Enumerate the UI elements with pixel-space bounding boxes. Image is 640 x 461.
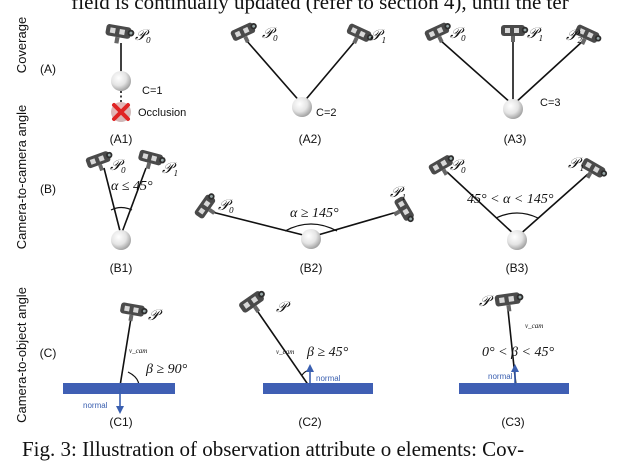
normal-arrowhead <box>116 406 124 414</box>
panel-c1: 𝒫 v_cam β ≥ 90° normal (C1) <box>63 302 188 429</box>
camera-icon <box>494 291 526 314</box>
panel-b1: 𝒫₀ 𝒫₁ α ≤ 45° (B1) <box>84 149 178 275</box>
panel-c2: 𝒫 v_cam β ≥ 45° normal (C2) <box>237 287 373 429</box>
panel-caption: (C2) <box>298 415 321 429</box>
angle-label: α ≥ 145° <box>290 206 339 221</box>
panel-a3: 𝒫₀ 𝒫₁ 𝒫₂ C=3 (A3) <box>423 20 604 146</box>
view-vector-label: v_cam <box>276 348 294 356</box>
normal-arrowhead <box>306 364 314 372</box>
panel-b2: 𝒫₀ 𝒫₁ α ≥ 145° (B2) <box>193 185 417 275</box>
coverage-label: C=3 <box>540 97 561 109</box>
occlusion-label: Occlusion <box>138 107 186 119</box>
row-label-camera-to-camera-angle: Camera-to-camera angle <box>14 105 29 250</box>
object-sphere <box>301 229 321 249</box>
camera-label-p1: 𝒫₁ <box>390 185 406 201</box>
normal-arrowhead <box>511 364 519 372</box>
camera-label-p0: 𝒫₀ <box>450 158 466 174</box>
object-sphere <box>292 97 312 117</box>
angle-arc <box>284 223 338 232</box>
panel-caption: (C1) <box>109 415 132 429</box>
camera-icon <box>501 25 529 42</box>
panel-caption: (A3) <box>504 132 527 146</box>
camera-label-p1: 𝒫₁ <box>370 28 386 44</box>
panel-caption: (C3) <box>501 415 524 429</box>
normal-label: normal <box>316 374 341 383</box>
camera-label-p1: 𝒫₁ <box>568 156 584 172</box>
view-vector-label: v_cam <box>129 347 147 355</box>
coverage-label: C=1 <box>142 85 163 97</box>
angle-label: 45° < α < 145° <box>467 192 554 207</box>
row-tag-a: (A) <box>40 62 56 76</box>
view-ray <box>301 39 357 105</box>
occlusion-x-icon <box>112 103 130 121</box>
figure-caption-fragment: Fig. 3: Illustration of observation attr… <box>22 437 525 461</box>
view-vector-label: v_cam <box>525 322 543 330</box>
panel-caption: (A1) <box>110 132 133 146</box>
view-ray <box>310 211 398 238</box>
normal-label: normal <box>83 401 108 410</box>
normal-label: normal <box>488 372 513 381</box>
row-label-camera-to-object-angle: Camera-to-object angle <box>14 287 29 423</box>
header-text-fragment: field is continually updated (refer to s… <box>71 0 569 14</box>
object-surface <box>63 383 175 394</box>
object-surface <box>263 383 373 394</box>
panel-caption: (B3) <box>506 261 529 275</box>
view-ray <box>516 173 589 238</box>
camera-icon <box>229 20 262 48</box>
camera-label-p0: 𝒫₀ <box>135 28 151 44</box>
camera-label-p0: 𝒫₀ <box>218 198 234 214</box>
view-ray <box>245 39 303 105</box>
panel-caption: (B1) <box>110 261 133 275</box>
object-sphere <box>507 230 527 250</box>
camera-icon <box>118 302 149 324</box>
row-tag-c: (C) <box>40 346 57 360</box>
camera-label: 𝒫 <box>276 300 291 316</box>
object-sphere <box>503 99 523 119</box>
coverage-label: C=2 <box>316 107 337 119</box>
panel-caption: (A2) <box>299 132 322 146</box>
view-ray <box>119 317 132 387</box>
camera-label: 𝒫 <box>148 308 163 324</box>
view-ray <box>513 39 585 105</box>
object-sphere <box>111 230 131 250</box>
camera-label-p1: 𝒫₁ <box>527 26 543 42</box>
view-ray <box>257 311 310 387</box>
camera-icon <box>237 287 272 319</box>
camera-label: 𝒫 <box>479 294 494 310</box>
angle-arc <box>110 206 133 211</box>
panel-c3: 𝒫 v_cam 0° < β < 45° normal (C3) <box>459 291 569 429</box>
angle-label: β ≥ 90° <box>145 362 188 377</box>
panel-a2: 𝒫₀ 𝒫₁ C=2 (A2) <box>229 20 386 146</box>
camera-label-p2: 𝒫₂ <box>566 28 582 44</box>
view-ray <box>103 167 122 236</box>
object-surface <box>459 383 569 394</box>
object-sphere <box>111 71 131 91</box>
angle-arc <box>495 212 539 219</box>
angle-label: α ≤ 45° <box>111 179 153 194</box>
camera-label-p1: 𝒫₁ <box>162 161 178 177</box>
view-ray <box>446 171 518 238</box>
view-ray <box>211 211 312 238</box>
angle-label: 0° < β < 45° <box>482 345 554 360</box>
view-ray <box>120 167 147 236</box>
panel-caption: (B2) <box>300 261 323 275</box>
row-label-coverage: Coverage <box>14 17 29 73</box>
row-tag-b: (B) <box>40 182 56 196</box>
view-ray <box>439 39 513 105</box>
camera-label-p0: 𝒫₀ <box>450 26 466 42</box>
camera-icon <box>103 23 136 47</box>
angle-label: β ≥ 45° <box>306 345 349 360</box>
camera-label-p0: 𝒫₀ <box>262 26 278 42</box>
camera-label-p0: 𝒫₀ <box>110 158 126 174</box>
panel-a1: 𝒫₀ C=1 Occlusion (A1) <box>103 23 186 146</box>
panel-b3: 𝒫₀ 𝒫₁ 45° < α < 145° (B3) <box>427 152 610 275</box>
